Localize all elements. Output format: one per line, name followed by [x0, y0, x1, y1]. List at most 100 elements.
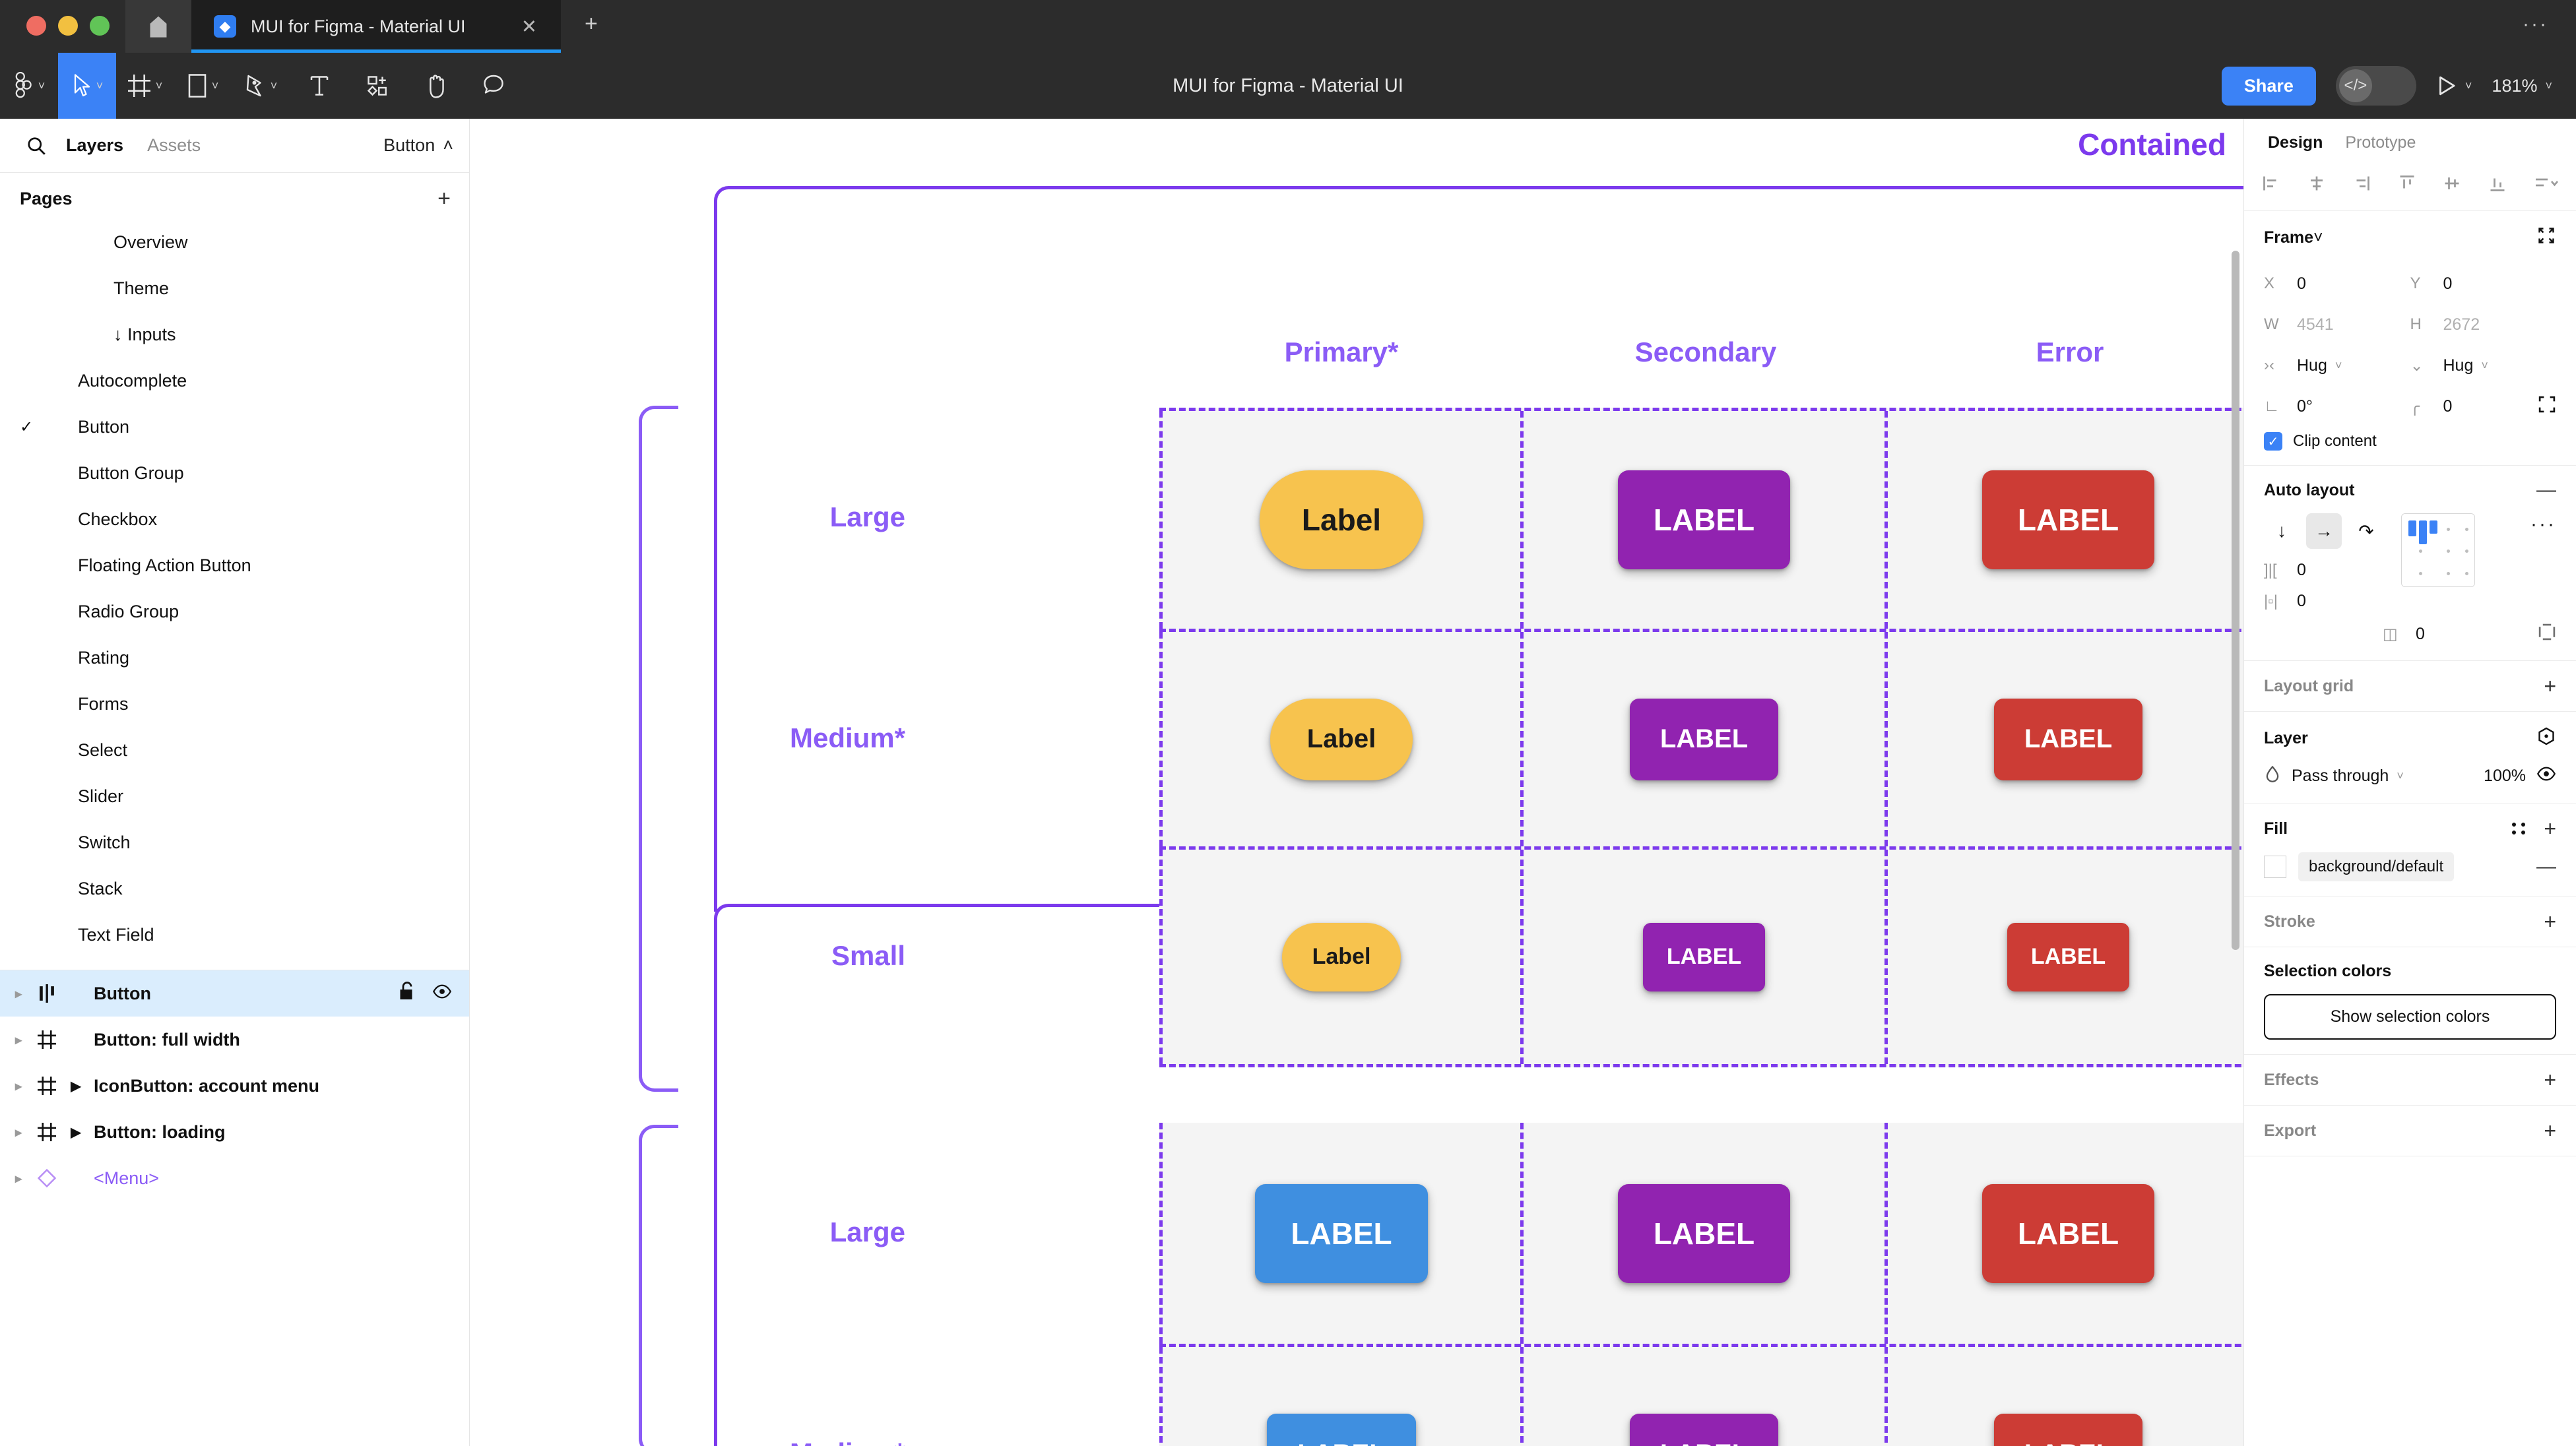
- align-top-icon[interactable]: [2397, 173, 2417, 193]
- clip-content-checkbox[interactable]: ✓: [2264, 432, 2282, 451]
- show-selection-colors-button[interactable]: Show selection colors: [2264, 994, 2556, 1040]
- frame-tool-button[interactable]: ˅: [116, 53, 174, 119]
- mui-button[interactable]: LABEL: [1255, 1183, 1428, 1283]
- frame-preset-chevron-icon[interactable]: ˅: [2313, 228, 2323, 247]
- fill-color-swatch[interactable]: [2264, 856, 2286, 878]
- page-item-inputs[interactable]: ↓ Inputs: [0, 311, 469, 358]
- page-item-text-field[interactable]: Text Field: [0, 912, 469, 958]
- hand-tool-button[interactable]: [406, 53, 465, 119]
- horizontal-resizing-field[interactable]: ›‹ Hug˅: [2264, 345, 2410, 386]
- tab-prototype[interactable]: Prototype: [2345, 133, 2416, 152]
- mui-button[interactable]: LABEL: [1993, 698, 2143, 780]
- y-field[interactable]: Y 0: [2410, 263, 2557, 304]
- add-page-button[interactable]: +: [437, 186, 451, 211]
- figma-menu-icon[interactable]: ˅: [0, 53, 58, 119]
- page-item-radio-group[interactable]: Radio Group: [0, 588, 469, 635]
- add-stroke-button[interactable]: +: [2544, 910, 2556, 933]
- expand-chevron-icon[interactable]: ▸: [15, 1125, 22, 1140]
- page-item-overview[interactable]: Overview: [0, 219, 469, 265]
- layout-wrap-icon[interactable]: ↷: [2358, 520, 2374, 542]
- auto-layout-more-button[interactable]: ···: [2530, 513, 2556, 535]
- comment-tool-button[interactable]: [465, 53, 523, 119]
- search-icon[interactable]: [18, 136, 54, 156]
- page-item-slider[interactable]: Slider: [0, 773, 469, 819]
- tab-design[interactable]: Design: [2268, 133, 2323, 152]
- browser-tab[interactable]: ◆ MUI for Figma - Material UI ✕: [191, 0, 561, 53]
- add-export-button[interactable]: +: [2544, 1119, 2556, 1143]
- mui-button[interactable]: LABEL: [1267, 1413, 1416, 1446]
- layer-row[interactable]: ▸Button: [0, 970, 469, 1017]
- layer-row[interactable]: ▸▶IconButton: account menu: [0, 1063, 469, 1109]
- remove-fill-button[interactable]: —: [2536, 856, 2556, 877]
- canvas-scrollbar[interactable]: [2232, 251, 2239, 950]
- align-bottom-icon[interactable]: [2488, 173, 2507, 193]
- add-effect-button[interactable]: +: [2544, 1068, 2556, 1092]
- page-item-button-group[interactable]: Button Group: [0, 450, 469, 496]
- toggle-layer-visibility-icon[interactable]: [2536, 764, 2556, 788]
- rotation-field[interactable]: ∟ 0°: [2264, 386, 2410, 427]
- mui-button[interactable]: LABEL: [1981, 470, 2155, 569]
- share-button[interactable]: Share: [2221, 66, 2316, 106]
- maximize-window-button[interactable]: [90, 16, 110, 36]
- chevron-down-icon[interactable]: ˅: [211, 79, 219, 92]
- align-right-icon[interactable]: [2352, 173, 2371, 193]
- opacity-value[interactable]: 100%: [2484, 767, 2526, 785]
- mui-button[interactable]: LABEL: [1981, 1183, 2155, 1283]
- mui-button[interactable]: LABEL: [1629, 698, 1779, 780]
- mui-button[interactable]: LABEL: [1642, 922, 1766, 991]
- zoom-level-selector[interactable]: 181% ˅: [2492, 76, 2552, 96]
- chevron-down-icon[interactable]: ˅: [96, 79, 104, 92]
- mui-button[interactable]: Label: [1270, 698, 1413, 780]
- page-item-stack[interactable]: Stack: [0, 865, 469, 912]
- chevron-down-icon[interactable]: ˅: [270, 79, 278, 92]
- layer-style-icon[interactable]: [2536, 726, 2556, 751]
- chevron-down-icon[interactable]: ˅: [38, 79, 46, 92]
- mui-button[interactable]: LABEL: [2007, 922, 2130, 991]
- add-layout-grid-button[interactable]: +: [2544, 674, 2556, 698]
- chevron-down-icon[interactable]: ˅: [155, 79, 163, 92]
- visibility-icon[interactable]: [432, 982, 452, 1006]
- shape-tool-button[interactable]: ˅: [174, 53, 232, 119]
- chevron-down-icon[interactable]: ˅: [2464, 79, 2472, 92]
- padding-horizontal-field[interactable]: |▫| 0: [2264, 592, 2324, 611]
- height-field[interactable]: H 2672: [2410, 304, 2557, 345]
- expand-chevron-icon[interactable]: ▸: [15, 986, 22, 1001]
- mui-button[interactable]: Label: [1259, 470, 1424, 569]
- move-tool-button[interactable]: ˅: [58, 53, 116, 119]
- mui-button[interactable]: LABEL: [1617, 470, 1791, 569]
- clip-content-row[interactable]: ✓ Clip content: [2264, 432, 2556, 451]
- width-field[interactable]: W 4541: [2264, 304, 2410, 345]
- mui-button[interactable]: Label: [1281, 922, 1401, 991]
- align-horizontal-center-icon[interactable]: [2307, 173, 2327, 193]
- text-tool-button[interactable]: [290, 53, 348, 119]
- layer-row[interactable]: ▸Button: full width: [0, 1017, 469, 1063]
- layout-horizontal-icon[interactable]: →: [2306, 513, 2342, 549]
- dev-mode-toggle[interactable]: </>: [2335, 66, 2416, 106]
- resize-to-fit-icon[interactable]: [2536, 226, 2556, 250]
- gap-field[interactable]: ]|[ 0: [2264, 561, 2324, 580]
- align-vertical-center-icon[interactable]: [2442, 173, 2462, 193]
- close-window-button[interactable]: [26, 16, 46, 36]
- component-selector[interactable]: Button ˄: [383, 135, 453, 156]
- expand-chevron-icon[interactable]: ▸: [15, 1171, 22, 1186]
- close-tab-button[interactable]: ✕: [521, 16, 537, 38]
- container-frame-label[interactable]: Contained: [2078, 127, 2226, 162]
- align-left-icon[interactable]: [2261, 173, 2281, 193]
- expand-chevron-icon[interactable]: ▸: [15, 1032, 22, 1048]
- individual-padding-icon[interactable]: [2538, 623, 2556, 646]
- browser-menu-button[interactable]: ···: [2523, 13, 2548, 35]
- distribute-menu-icon[interactable]: [2532, 173, 2559, 193]
- page-item-checkbox[interactable]: Checkbox: [0, 496, 469, 542]
- expand-chevron-icon[interactable]: ▸: [15, 1079, 22, 1094]
- new-tab-button[interactable]: +: [585, 11, 598, 36]
- unlock-icon[interactable]: [398, 981, 416, 1006]
- alignment-pad[interactable]: [2401, 513, 2475, 587]
- add-fill-button[interactable]: +: [2544, 817, 2556, 840]
- mui-button[interactable]: LABEL: [1617, 1183, 1791, 1283]
- layout-vertical-icon[interactable]: ↓: [2277, 520, 2286, 541]
- components-tool-button[interactable]: [348, 53, 406, 119]
- mui-button[interactable]: LABEL: [1629, 1413, 1779, 1446]
- independent-corners-icon[interactable]: [2538, 395, 2556, 418]
- pen-tool-button[interactable]: ˅: [232, 53, 290, 119]
- home-button[interactable]: [125, 0, 191, 53]
